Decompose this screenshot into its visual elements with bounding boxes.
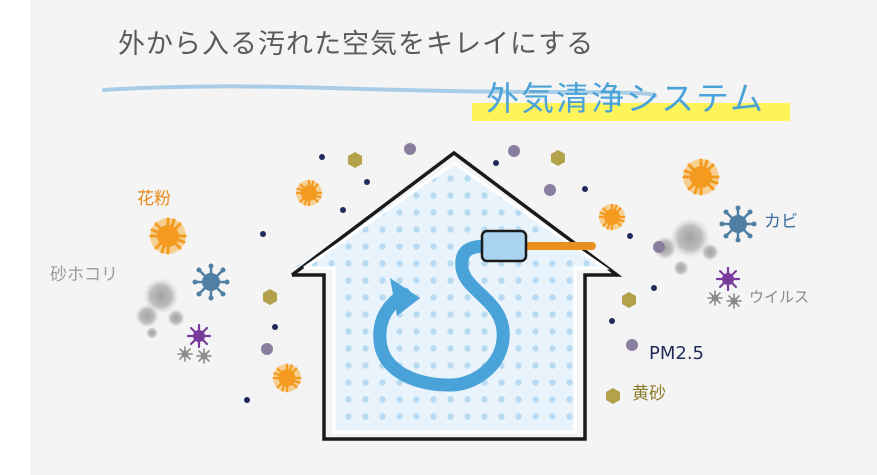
system-name: 外気清浄システム: [486, 79, 766, 118]
air-filter-unit-icon: [480, 229, 528, 263]
pollen-icon: [271, 362, 303, 394]
virus-icon: [726, 293, 742, 309]
virus-icon: [186, 323, 212, 349]
sand-grain-icon: [622, 292, 636, 308]
label-pollen: 花粉: [137, 189, 171, 209]
virus-icon: [707, 290, 723, 306]
pollen-icon: [148, 216, 188, 256]
house-icon: [290, 150, 623, 441]
arrow-head: [390, 278, 420, 316]
label-mold: カビ: [764, 212, 798, 232]
virus-icon: [196, 348, 212, 364]
particle-dots: [261, 143, 665, 355]
label-yellow-sand: 黄砂: [632, 384, 666, 404]
sand-grain-icon: [606, 388, 620, 404]
pollen-icon: [294, 178, 324, 208]
label-virus: ウイルス: [749, 288, 810, 306]
dust-cloud-icon: [135, 278, 185, 339]
pollen-icon: [681, 157, 721, 197]
sand-grain-icon: [348, 152, 362, 168]
label-dust: 砂ホコリ: [50, 265, 118, 285]
sand-grain-icon: [263, 289, 277, 305]
virus-icon: [177, 346, 193, 362]
subtitle-highlight: [472, 103, 790, 121]
virus-icon: [715, 266, 741, 292]
title-underline-wave: [102, 84, 658, 98]
mold-spore-icon: [718, 204, 758, 244]
page-title: 外から入る汚れた空気をキレイにする: [118, 29, 595, 60]
mold-spore-icon: [191, 262, 231, 302]
circulation-arrow-icon: [373, 239, 510, 392]
label-pm25: PM2.5: [649, 343, 705, 364]
sand-grain-icon: [551, 150, 565, 166]
pm25-particle-dots: [244, 154, 657, 403]
dust-cloud-icon: [653, 218, 719, 276]
pollen-icon: [597, 202, 627, 232]
